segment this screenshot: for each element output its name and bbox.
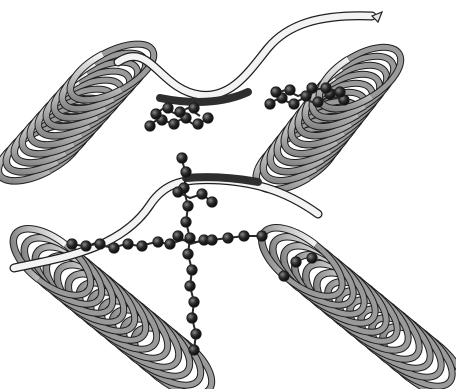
atom: [289, 99, 299, 109]
helix-top-right: [246, 35, 410, 202]
atom: [279, 271, 289, 281]
atom: [173, 231, 183, 241]
atom: [95, 239, 105, 249]
atom: [81, 241, 91, 251]
atom: [181, 167, 191, 177]
atom: [169, 119, 179, 129]
atom: [189, 103, 199, 113]
atom: [307, 83, 317, 93]
atom: [187, 265, 197, 275]
atom: [189, 297, 199, 307]
atom: [307, 253, 317, 263]
atom: [265, 99, 275, 109]
atom: [193, 119, 203, 129]
atom: [207, 235, 217, 245]
atom: [175, 107, 185, 117]
atom: [151, 109, 161, 119]
atom: [203, 113, 213, 123]
atom: [173, 187, 183, 197]
atom: [109, 243, 119, 253]
atom: [185, 281, 195, 291]
atom: [271, 87, 281, 97]
atom: [183, 249, 193, 259]
atom: [187, 313, 197, 323]
atom: [191, 329, 201, 339]
atom: [163, 103, 173, 113]
atom: [181, 217, 191, 227]
atom: [145, 121, 155, 131]
atom: [177, 153, 187, 163]
atom: [285, 85, 295, 95]
atom: [223, 233, 233, 243]
atom: [153, 237, 163, 247]
atom: [321, 83, 331, 93]
atom: [137, 241, 147, 251]
atom: [123, 239, 133, 249]
atom: [189, 345, 199, 355]
helix-bottom-right: [251, 215, 456, 389]
atom: [67, 239, 77, 249]
atom: [197, 189, 207, 199]
atom: [257, 231, 267, 241]
atom: [185, 233, 195, 243]
atom: [313, 97, 323, 107]
atom: [335, 87, 345, 97]
atom: [183, 201, 193, 211]
atom: [239, 231, 249, 241]
atom: [207, 197, 217, 207]
atom: [291, 257, 301, 267]
atom: [165, 239, 175, 249]
